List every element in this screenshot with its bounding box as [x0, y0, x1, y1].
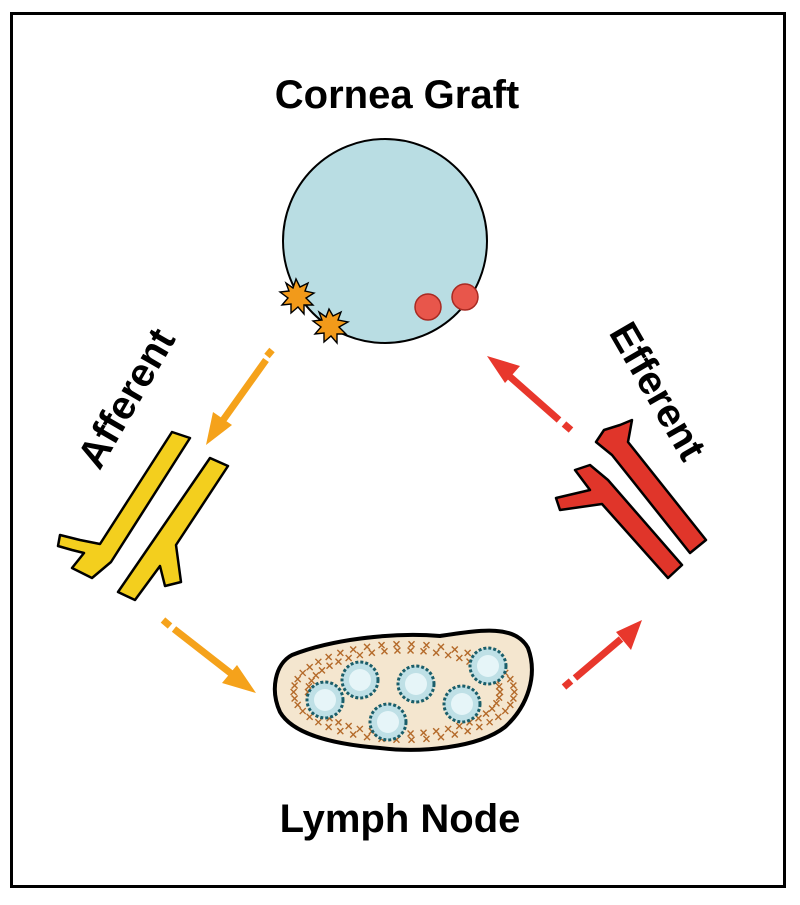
lymph-node: [272, 628, 534, 752]
cornea-graft-label: Cornea Graft: [275, 73, 520, 117]
follicle-icon: [442, 684, 482, 724]
cornea-graft-disc: [282, 138, 488, 344]
follicle-icon: [468, 646, 508, 686]
efferent-arrow-upper: [487, 356, 574, 433]
follicle-icon: [396, 664, 436, 704]
afferent-arrow-lower: [160, 617, 256, 693]
afferent-lymph-vessel: [56, 430, 230, 602]
lymph-node-label: Lymph Node: [280, 797, 521, 841]
immune-cell-icon: [414, 293, 442, 321]
antigen-cell-icon: [311, 307, 351, 345]
antigen-cell-icon: [278, 277, 316, 316]
efferent-arrow-lower: [561, 620, 642, 690]
efferent-blood-vessel: [554, 418, 708, 580]
immune-cell-icon: [451, 283, 479, 311]
afferent-arrow-upper: [206, 347, 275, 445]
follicle-icon: [305, 680, 345, 720]
follicle-icon: [340, 660, 380, 700]
lymph-follicles: [305, 646, 508, 742]
follicle-icon: [368, 702, 408, 742]
